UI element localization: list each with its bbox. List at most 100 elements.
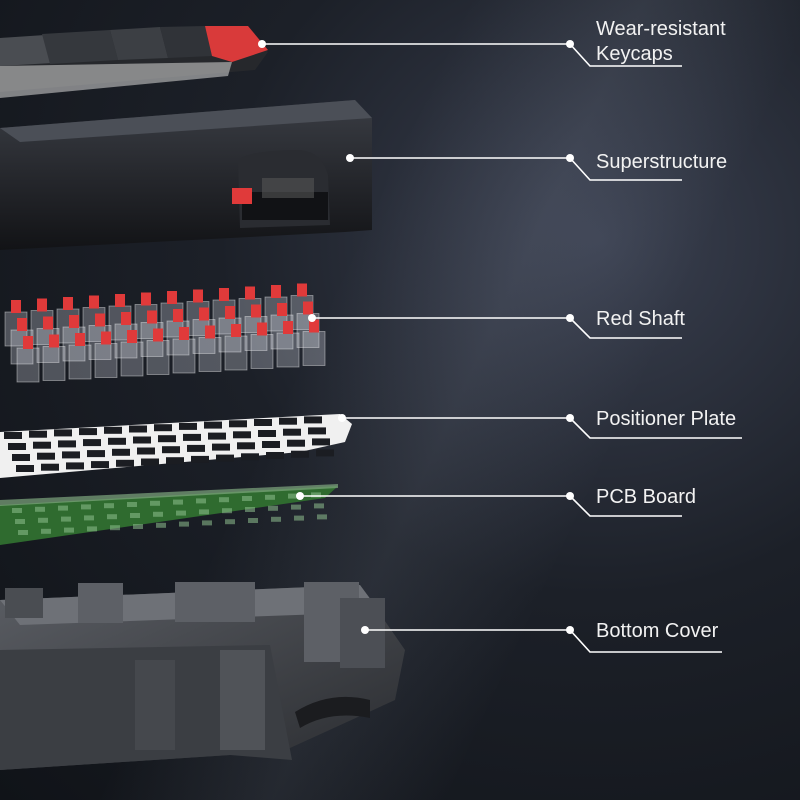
plate-cutout [133, 436, 151, 444]
pcb-pad [202, 520, 212, 526]
switch-stem [257, 322, 267, 336]
switch-stem [277, 303, 287, 316]
switch-stem [309, 319, 319, 333]
plate-cutout [129, 425, 147, 433]
callout-keycaps-line1: Wear-resistant [596, 18, 726, 40]
plate-cutout [233, 431, 251, 439]
leader-dots [258, 40, 574, 634]
pcb-pad [242, 496, 252, 501]
switch-body [146, 340, 170, 375]
pcb-pad [150, 500, 160, 506]
plate-cutout [33, 441, 51, 449]
plate-cutout [41, 463, 59, 471]
pcb-pad [15, 519, 25, 524]
callout-red-shaft: Red Shaft [596, 307, 685, 332]
switch-stem [95, 313, 105, 327]
plate-cutout [237, 442, 255, 450]
pcb-pad [196, 498, 206, 504]
callout-red-shaft-line1: Red Shaft [596, 308, 685, 330]
positioner-plate-leader-tail [569, 417, 742, 439]
plate-cutout [191, 455, 209, 463]
pcb-pad [288, 493, 298, 499]
pcb-board-joint-dot [566, 492, 574, 500]
pcb-pad [61, 516, 71, 522]
plate-cutout [112, 448, 130, 456]
pcb-pad [87, 526, 97, 532]
positioner-plate-dot [338, 414, 346, 422]
plate-cutout [62, 451, 80, 459]
switch-body [250, 334, 274, 369]
red-shaft-leader-tail [569, 317, 682, 339]
plate-cutout [12, 454, 30, 461]
pcb-pad [35, 506, 45, 512]
switch-stem [271, 285, 281, 298]
plate-cutout [37, 452, 55, 460]
switch-stem [231, 324, 241, 337]
pcb-pad [225, 519, 235, 525]
pcb-pad [38, 517, 48, 523]
plate-cutout [87, 450, 105, 458]
pcb-board-layer [0, 484, 338, 545]
bottom-cover-joint-dot [566, 626, 574, 634]
switch-stem [179, 327, 189, 340]
plate-cutout [83, 439, 101, 447]
callout-keycaps-line2: Keycaps [596, 43, 673, 65]
plate-cutout [137, 447, 155, 455]
switch-stem [167, 291, 177, 304]
switch-stem [193, 289, 203, 303]
switch-stem [11, 300, 21, 313]
plate-cutout [58, 440, 76, 448]
callout-superstructure: Superstructure [596, 150, 727, 175]
plate-cutout [158, 435, 176, 443]
keycaps-layer [0, 26, 268, 98]
switch-stem [297, 283, 307, 297]
switch-stem [173, 309, 183, 322]
switch-stem [147, 310, 157, 324]
pcb-pad [130, 513, 140, 518]
plate-cutout [287, 439, 305, 447]
pcb-pad [265, 494, 275, 500]
switch-body [68, 344, 92, 380]
superstructure-dot [346, 154, 354, 162]
pcb-pad [219, 497, 229, 503]
plate-cutout [283, 428, 301, 436]
superstructure-leader-tail [569, 157, 682, 181]
callout-positioner-plate-line1: Positioner Plate [596, 408, 737, 430]
plate-cutout [266, 452, 284, 459]
plate-cutout [279, 417, 297, 425]
pcb-board-leader-tail [569, 495, 682, 517]
callout-superstructure-line1: Superstructure [596, 151, 728, 173]
switch-stem [17, 318, 27, 331]
pcb-pad [268, 505, 278, 511]
pcb-board-dot [296, 492, 304, 500]
plate-cutout [108, 437, 126, 445]
red-shaft-dot [308, 314, 316, 322]
pcb-pad [317, 514, 327, 520]
pcb-pad [222, 508, 232, 514]
plate-cutout [316, 449, 334, 457]
pcb-pad [133, 524, 143, 529]
switch-body [302, 331, 326, 366]
plate-cutout [241, 453, 259, 461]
callout-positioner-plate: Positioner Plate [596, 407, 736, 432]
plate-cutout [187, 444, 205, 452]
superstructure-layer [0, 100, 372, 250]
pcb-pad [18, 530, 28, 535]
plate-cutout [291, 450, 309, 458]
switch-stem [63, 297, 73, 310]
plate-cutout [104, 426, 122, 434]
plate-cutout [183, 433, 201, 441]
switch-stem [141, 292, 151, 306]
switch-stem [225, 306, 235, 319]
callout-keycaps: Wear-resistant Keycaps [596, 17, 726, 67]
plate-cutout [304, 416, 322, 424]
pcb-pad [294, 515, 304, 521]
plate-cutout [216, 454, 234, 462]
switch-stem [37, 298, 47, 312]
plate-cutout [141, 458, 159, 466]
positioner-plate-layer [0, 414, 352, 478]
keycaps-leader-tail [569, 43, 682, 67]
callout-bottom-cover: Bottom Cover [596, 619, 718, 644]
